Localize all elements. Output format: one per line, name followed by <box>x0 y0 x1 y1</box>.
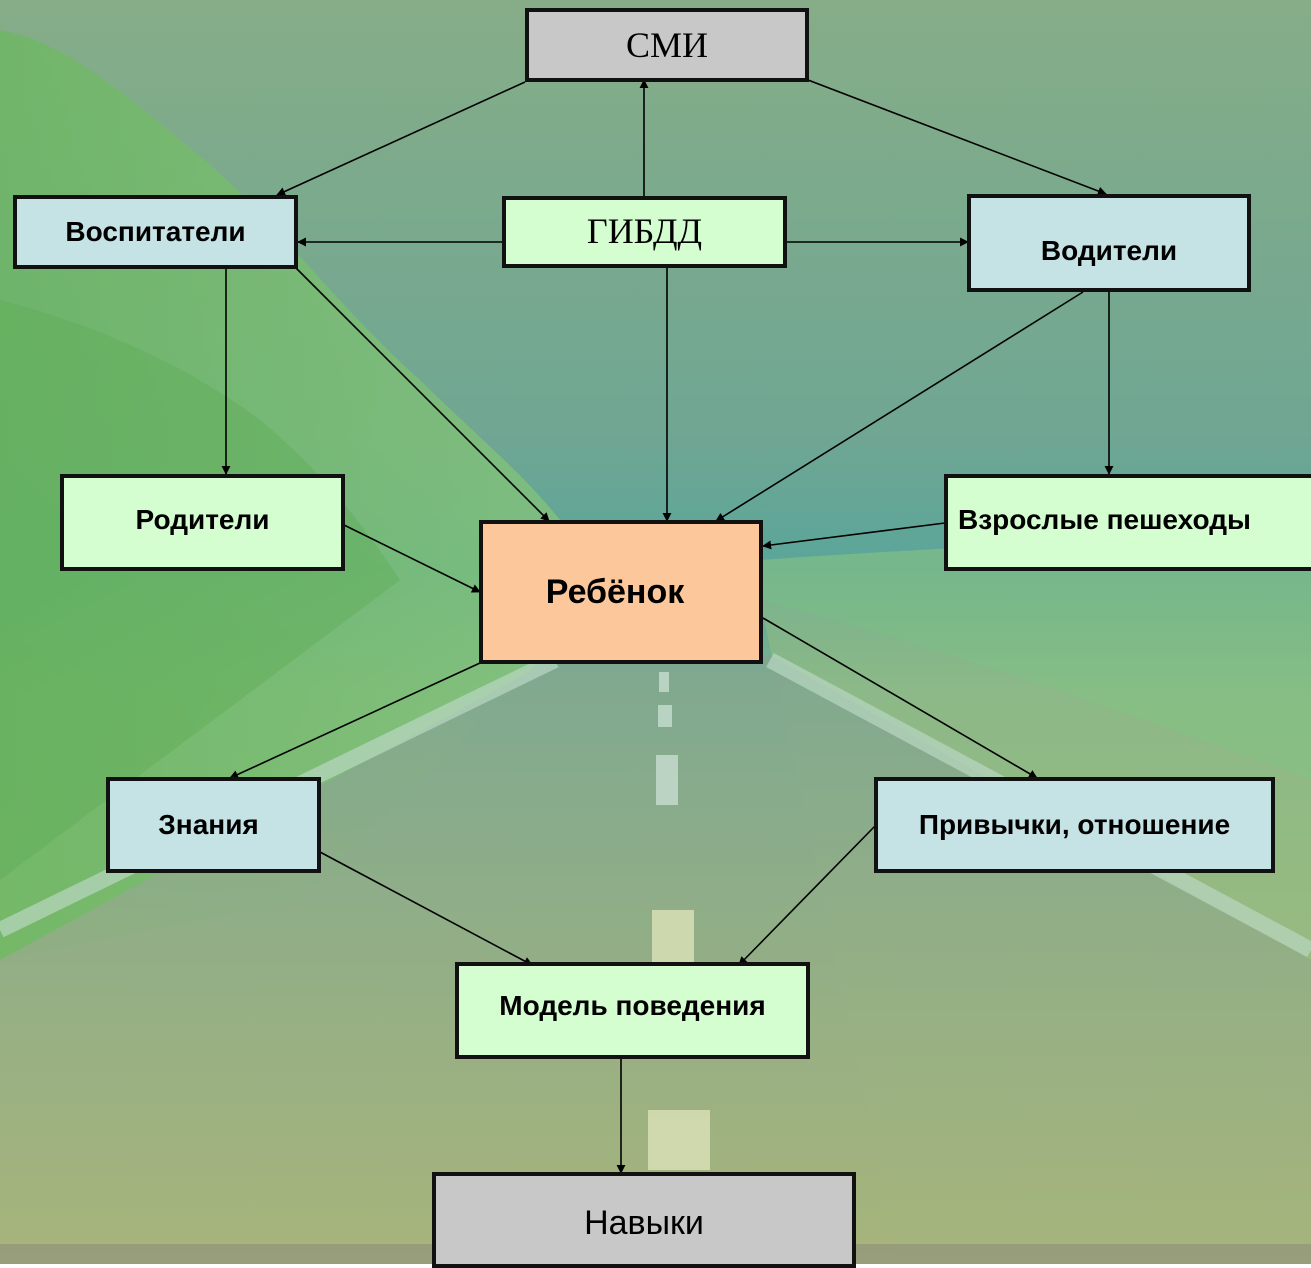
node-model: Модель поведения <box>455 962 810 1059</box>
node-vospitateli-label: Воспитатели <box>65 216 246 247</box>
node-voditeli-label: Водители <box>1040 235 1178 266</box>
arrow-smi-to-vospitateli <box>276 81 526 196</box>
arrow-vospitateli-to-rebenok <box>295 267 550 522</box>
arrow-roditeli-to-rebenok <box>343 524 481 593</box>
node-vospitateli: Воспитатели <box>13 195 298 269</box>
node-navyki: Навыки <box>432 1172 856 1268</box>
arrow-znaniya-to-model <box>319 851 533 966</box>
node-privychki-label: Привычки, отношение <box>918 809 1231 840</box>
node-smi: СМИ <box>525 8 809 82</box>
arrow-smi-to-voditeli <box>807 79 1107 196</box>
node-znaniya-label: Знания <box>158 809 259 840</box>
node-znaniya: Знания <box>106 777 321 873</box>
node-vzroslye-label: Взрослые пешеходы <box>958 503 1251 535</box>
node-navyki-label: Навыки <box>584 1204 704 1242</box>
node-roditeli-label: Родители <box>135 503 270 535</box>
arrow-privychki-to-model <box>738 825 876 966</box>
arrow-rebenok-to-privychki <box>762 617 1038 779</box>
node-model-label: Модель поведения <box>499 989 766 1021</box>
node-voditeli: Водители <box>967 194 1251 292</box>
node-rebenok: Ребёнок <box>479 520 763 664</box>
node-gibdd-label: ГИБДД <box>586 211 703 251</box>
node-rebenok-label: Ребёнок <box>545 572 685 611</box>
arrow-vzroslye-to-rebenok <box>762 522 946 550</box>
arrow-rebenok-to-znaniya <box>229 662 481 779</box>
node-smi-label: СМИ <box>625 25 709 65</box>
node-gibdd: ГИБДД <box>502 196 787 268</box>
node-privychki: Привычки, отношение <box>874 777 1275 873</box>
node-roditeli: Родители <box>60 474 345 571</box>
arrow-voditeli-to-rebenok <box>715 291 1084 522</box>
node-vzroslye: Взрослые пешеходы <box>944 474 1311 571</box>
